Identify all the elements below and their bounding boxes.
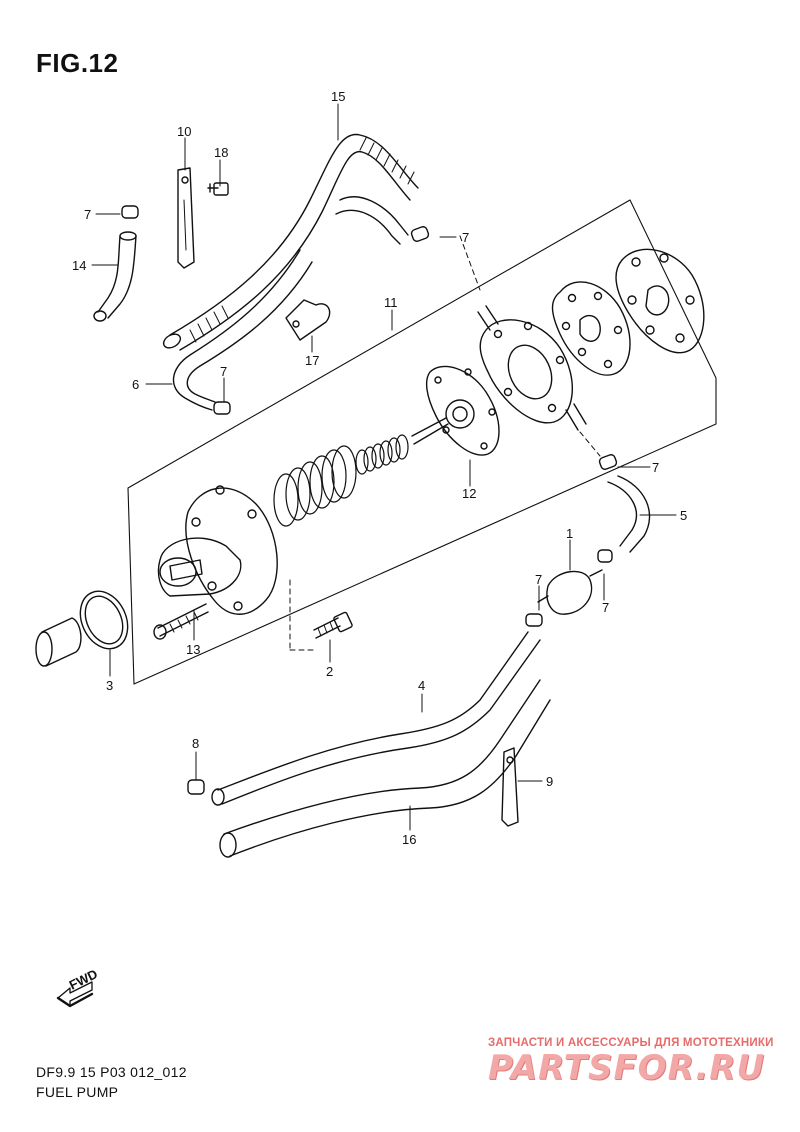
callout-4: 4: [418, 678, 425, 693]
callout-7-c: 7: [220, 364, 227, 379]
assembly-box-outline: [127, 199, 717, 685]
callout-15: 15: [331, 89, 345, 104]
elbow-hose-14: [93, 231, 137, 322]
pump-body: [477, 305, 587, 431]
callout-12: 12: [462, 486, 476, 501]
plug: [35, 617, 82, 667]
strap-10: [177, 167, 195, 269]
clip-7: [121, 205, 618, 627]
bolt-18: [207, 182, 229, 196]
hose-4: [211, 631, 541, 806]
callout-8: 8: [192, 736, 199, 751]
screw-13: [153, 603, 209, 640]
callout-10: 10: [177, 124, 191, 139]
figure-code: DF9.9 15 P03 012_012: [36, 1064, 187, 1080]
diaphragm-12: [411, 365, 500, 456]
callout-6: 6: [132, 377, 139, 392]
callout-1: 1: [566, 526, 573, 541]
callout-18: 18: [214, 145, 228, 160]
callout-16: 16: [402, 832, 416, 847]
pump-plate-outer: [615, 248, 705, 354]
figure-title: FIG.12: [36, 48, 119, 78]
callout-7-d: 7: [652, 460, 659, 475]
leader-lines: [91, 103, 677, 831]
callout-3: 3: [106, 678, 113, 693]
fuel-filter-1: [537, 569, 603, 615]
spring-large: [273, 445, 357, 527]
callout-2: 2: [326, 664, 333, 679]
bracket-17: [285, 299, 331, 341]
pump-plate-middle: [551, 281, 631, 376]
callout-11: 11: [384, 295, 398, 310]
callout-14: 14: [72, 258, 86, 273]
hose-15: [162, 133, 419, 351]
strap-9: [501, 747, 519, 827]
hose-5: [607, 475, 651, 553]
fwd-arrow-icon: [56, 981, 94, 1008]
callout-7-b: 7: [462, 230, 469, 245]
callout-9: 9: [546, 774, 553, 789]
watermark-tagline: ЗАПЧАСТИ И АКСЕССУАРЫ ДЛЯ МОТОТЕХНИКИ: [488, 1037, 774, 1049]
pump-base: [157, 485, 278, 615]
clip-8: [187, 779, 205, 795]
watermark-logo: PARTSFOR.RU: [488, 1048, 766, 1088]
callout-17: 17: [305, 353, 319, 368]
hose-16: [219, 679, 551, 858]
bolt-2: [313, 611, 353, 639]
figure-name: FUEL PUMP: [36, 1084, 119, 1100]
callout-7-f: 7: [602, 600, 609, 615]
o-ring-3: [79, 590, 129, 650]
callout-7-a: 7: [84, 207, 91, 222]
callout-7-e: 7: [535, 572, 542, 587]
hose-6: [172, 249, 313, 411]
callout-13: 13: [186, 642, 200, 657]
spring-small: [355, 434, 409, 475]
callout-5: 5: [680, 508, 687, 523]
